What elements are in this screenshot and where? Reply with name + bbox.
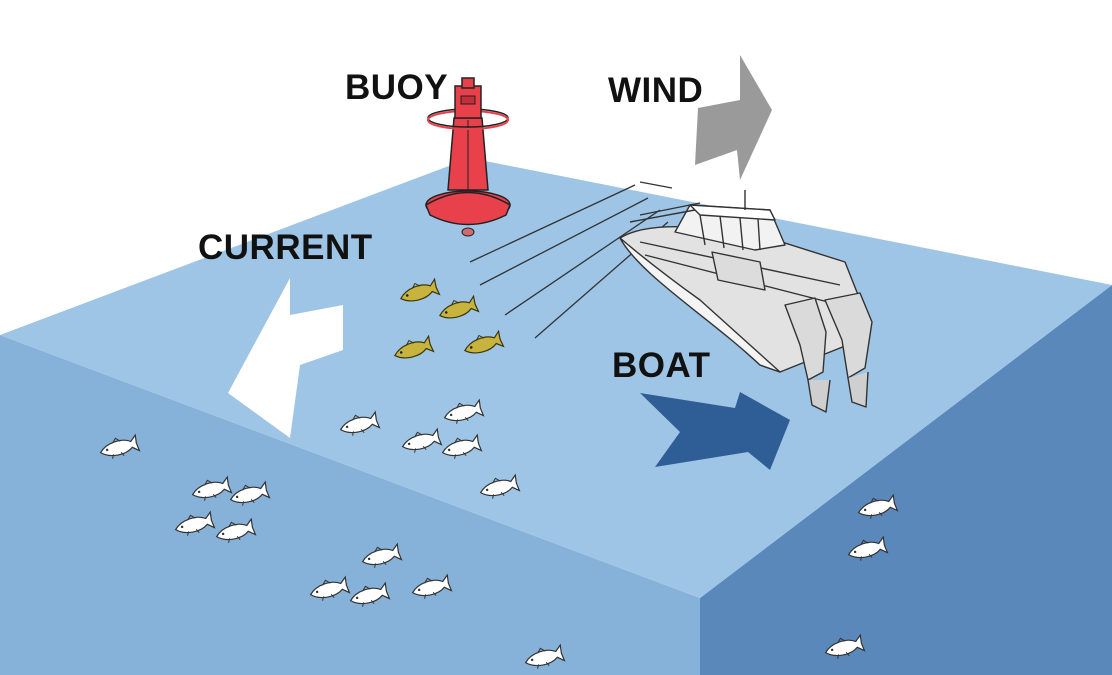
fishing-lines [469,181,673,339]
boat-icon [619,190,873,413]
wind-arrow-icon [695,55,772,180]
buoy-icon [425,77,511,237]
current-label: CURRENT [198,228,373,267]
buoy-label: BUOY [345,68,449,107]
water-left-face [0,335,700,675]
boat-direction-arrow-icon [640,392,790,470]
wind-label: WIND [608,71,704,110]
water-right-face [700,285,1112,675]
water-block [0,158,1112,675]
current-arrow-icon [228,278,343,438]
boat-label: BOAT [612,346,711,385]
